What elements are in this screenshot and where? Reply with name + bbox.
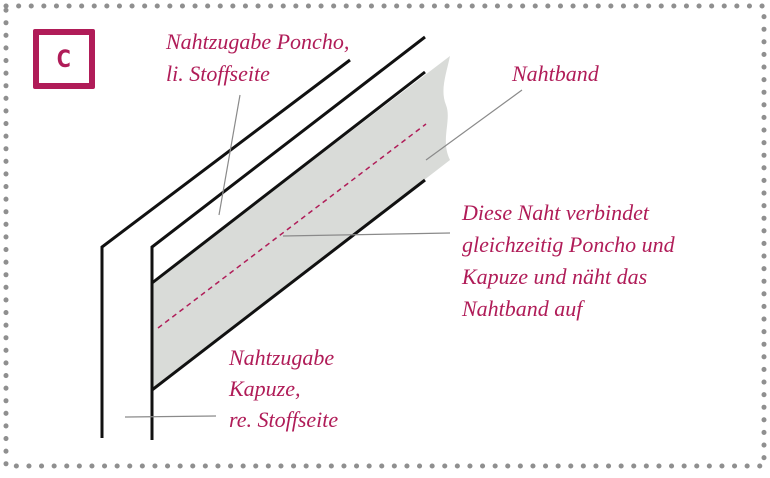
leader-seam — [282, 232, 451, 237]
label-line: re. Stoffseite — [229, 407, 339, 432]
poncho-edge-line — [100, 58, 351, 438]
label-poncho-allowance: Nahtzugabe Poncho, li. Stoffseite — [166, 26, 349, 90]
band-bottom-line — [151, 178, 426, 392]
dotted-border — [3, 3, 767, 469]
leader-seam-tape — [425, 89, 523, 161]
label-line: li. Stoffseite — [166, 61, 270, 86]
label-line: Kapuze, — [229, 376, 301, 401]
step-badge: C — [33, 29, 95, 89]
hood-edge-line — [150, 35, 426, 440]
leader-poncho — [218, 94, 241, 216]
label-seam-note: Diese Naht verbindet gleichzeitig Poncho… — [462, 197, 675, 325]
label-line: Nahtzugabe Poncho, — [166, 29, 350, 54]
label-line: gleichzeitig Poncho und — [462, 232, 675, 257]
label-line: Diese Naht verbindet — [462, 200, 649, 225]
label-line: Nahtband auf — [462, 296, 583, 321]
seam-stitch-line — [157, 123, 427, 329]
seam-tape-band — [152, 56, 450, 390]
label-hood-allowance: Nahtzugabe Kapuze, re. Stoffseite — [229, 342, 338, 435]
band-top-line — [151, 70, 426, 285]
label-seam-tape: Nahtband — [512, 61, 599, 86]
step-letter: C — [56, 45, 72, 73]
leader-hood — [124, 415, 217, 418]
label-line: Nahtzugabe — [229, 345, 335, 370]
label-line: Kapuze und näht das — [462, 264, 648, 289]
